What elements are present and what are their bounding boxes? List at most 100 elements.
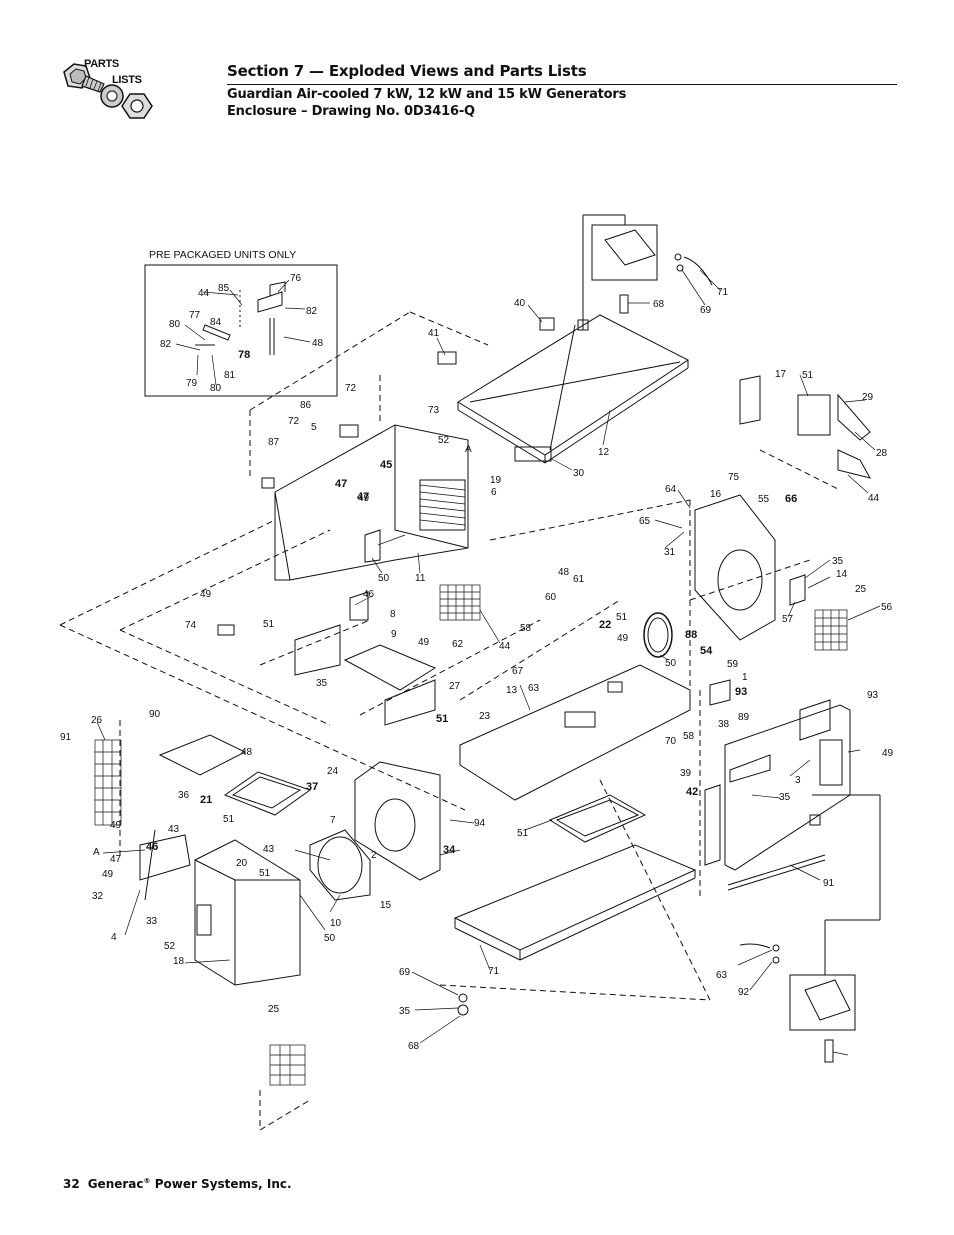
callout-51: 51 — [223, 814, 235, 825]
callout-46: 46 — [363, 589, 375, 600]
callout-31: 31 — [664, 547, 676, 558]
callout-43: 43 — [263, 844, 275, 855]
callout-85: 85 — [218, 283, 230, 294]
callout-74: 74 — [185, 620, 197, 631]
section-title: Section 7 — Exploded Views and Parts Lis… — [227, 62, 587, 80]
duct-ring — [643, 612, 673, 658]
subtitle-line-1: Guardian Air-cooled 7 kW, 12 kW and 15 k… — [227, 87, 627, 102]
logo-parts-label: PARTS — [84, 58, 119, 70]
callout-52: 52 — [438, 435, 450, 446]
callout-16: 16 — [710, 489, 722, 500]
callout-40: 40 — [514, 298, 526, 309]
callout-67: 67 — [512, 666, 524, 677]
callout-13: 13 — [506, 685, 518, 696]
callout-91: 91 — [823, 878, 835, 889]
callout-49: 49 — [200, 589, 212, 600]
callout-82: 82 — [160, 339, 172, 350]
callout-18: 18 — [173, 956, 185, 967]
callout-93: 93 — [867, 690, 879, 701]
subtitle-line-2: Enclosure – Drawing No. 0D3416-Q — [227, 104, 475, 119]
callout-35: 35 — [399, 1006, 411, 1017]
footer-company: Generac — [87, 1177, 144, 1191]
callout-59: 59 — [727, 659, 739, 670]
callout-3: 3 — [795, 775, 801, 786]
callout-44: 44 — [499, 641, 511, 652]
callout-17: 17 — [775, 369, 787, 380]
callout-49: 49 — [882, 748, 894, 759]
screen-26 — [94, 739, 122, 826]
callout-51: 51 — [436, 713, 448, 725]
callout-A: A — [93, 847, 100, 858]
callout-65: 65 — [639, 516, 651, 527]
callout-87: 87 — [268, 437, 280, 448]
callout-7: 7 — [330, 815, 336, 826]
callout-47: 47 — [357, 491, 369, 503]
callout-39: 39 — [680, 768, 692, 779]
callout-69: 69 — [700, 305, 712, 316]
callout-82: 82 — [306, 306, 318, 317]
callout-49: 49 — [418, 637, 430, 648]
callout-72: 72 — [345, 383, 357, 394]
callout-28: 28 — [876, 448, 888, 459]
callout-5: 5 — [311, 422, 317, 433]
callout-51: 51 — [616, 612, 628, 623]
callout-35: 35 — [779, 792, 791, 803]
callout-20: 20 — [236, 858, 248, 869]
footer-company-rest: Power Systems, Inc. — [150, 1177, 292, 1191]
callout-77: 77 — [189, 310, 201, 321]
callout-9: 9 — [391, 629, 397, 640]
callout-58: 58 — [520, 623, 532, 634]
callout-60: 60 — [545, 592, 557, 603]
callout-51: 51 — [517, 828, 529, 839]
callout-25: 25 — [268, 1004, 280, 1015]
callout-66: 66 — [785, 493, 797, 505]
callout-22: 22 — [599, 619, 611, 631]
callout-34: 34 — [443, 844, 456, 856]
callout-70: 70 — [665, 736, 677, 747]
callout-23: 23 — [479, 711, 491, 722]
logo-lists-label: LISTS — [112, 74, 142, 86]
callout-86: 86 — [300, 400, 312, 411]
callout-11: 11 — [415, 573, 426, 584]
callout-88: 88 — [685, 629, 697, 641]
callout-14: 14 — [836, 569, 848, 580]
footer-reg-mark: ® — [143, 1177, 151, 1185]
callout-47: 47 — [110, 854, 122, 865]
callout-62: 62 — [452, 639, 464, 650]
parts-lists-logo-icon — [63, 63, 153, 119]
callout-44: 44 — [198, 288, 210, 299]
callout-37: 37 — [306, 781, 318, 793]
callout-44: 44 — [868, 493, 880, 504]
callout-51: 51 — [259, 868, 271, 879]
callout-79: 79 — [186, 378, 198, 389]
callout-51: 51 — [802, 370, 814, 381]
callout-73: 73 — [428, 405, 440, 416]
callout-21: 21 — [200, 794, 212, 806]
callout-76: 76 — [290, 273, 302, 284]
callout-43: 43 — [168, 824, 180, 835]
page-number: 32 — [63, 1177, 80, 1191]
callout-38: 38 — [718, 719, 730, 730]
callout-94: 94 — [474, 818, 486, 829]
tray-36 — [223, 771, 312, 816]
callout-2: 2 — [371, 850, 377, 861]
callout-78: 78 — [238, 349, 250, 361]
callout-80: 80 — [210, 383, 222, 394]
callout-48: 48 — [558, 567, 570, 578]
callout-80: 80 — [169, 319, 181, 330]
callout-90: 90 — [149, 709, 161, 720]
blower-housing — [354, 761, 441, 881]
inset-caption: PRE PACKAGED UNITS ONLY — [149, 249, 296, 261]
callout-35: 35 — [316, 678, 328, 689]
callout-91: 91 — [60, 732, 72, 743]
callout-35: 35 — [832, 556, 844, 567]
callout-50: 50 — [665, 658, 677, 669]
callout-24: 24 — [327, 766, 339, 777]
callout-19: 19 — [490, 475, 502, 486]
callout-49: 49 — [617, 633, 629, 644]
inset-box — [144, 264, 338, 397]
callout-4: 4 — [111, 932, 117, 943]
callout-25: 25 — [855, 584, 867, 595]
